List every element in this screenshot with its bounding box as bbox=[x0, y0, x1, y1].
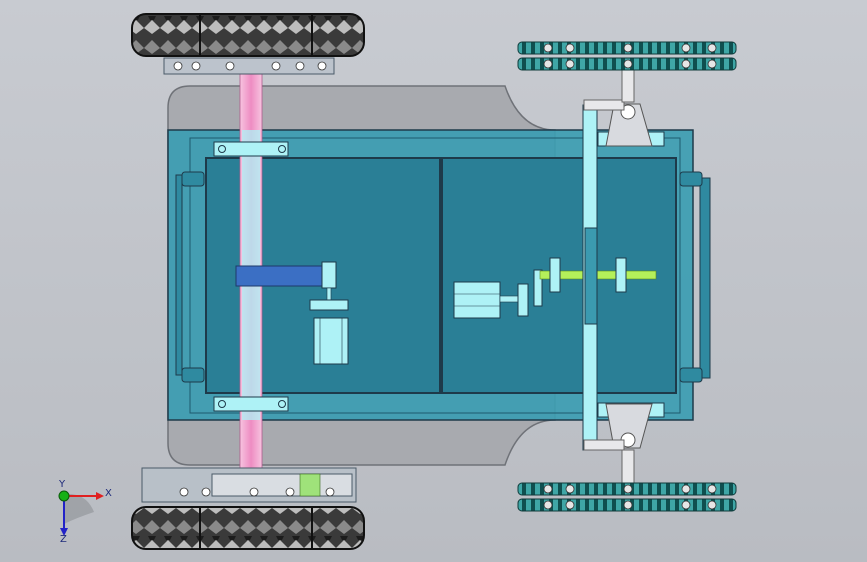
bolt bbox=[218, 400, 226, 408]
suspension-link bbox=[583, 99, 625, 111]
side-knob bbox=[679, 367, 703, 383]
triad-graphic bbox=[58, 490, 104, 536]
side-knob bbox=[181, 171, 205, 187]
z-axis-arrow bbox=[60, 528, 68, 536]
battery-box-rim bbox=[189, 137, 681, 414]
y-axis-label: Y bbox=[59, 479, 66, 490]
bolt bbox=[218, 145, 226, 153]
front-left-tire bbox=[131, 13, 365, 57]
side-tab-right bbox=[699, 177, 711, 379]
front-right-tire bbox=[131, 506, 365, 550]
hub-bolts bbox=[173, 61, 335, 497]
cross-gear bbox=[615, 257, 627, 293]
drive-gear bbox=[517, 283, 529, 317]
motor-flange bbox=[309, 299, 349, 311]
green-shaft bbox=[539, 270, 657, 280]
drive-shaft bbox=[499, 295, 521, 303]
drive-gear bbox=[533, 269, 543, 307]
rear-mount-top bbox=[605, 103, 653, 147]
suspension-link bbox=[583, 439, 625, 451]
hub-plate-top bbox=[163, 57, 335, 75]
z-axis-label: Z bbox=[60, 534, 67, 545]
motor-body bbox=[313, 317, 349, 365]
rear-axle-sleeve bbox=[584, 227, 598, 325]
hub-green-gear bbox=[299, 473, 321, 497]
side-knob bbox=[679, 171, 703, 187]
bearing-block bbox=[213, 396, 289, 412]
rear-mount-bottom bbox=[605, 403, 653, 449]
steering-bracket bbox=[235, 265, 333, 287]
x-axis-label: X bbox=[105, 488, 112, 499]
drive-motor bbox=[453, 281, 501, 319]
cross-gear bbox=[549, 257, 561, 293]
x-axis-arrow bbox=[96, 492, 104, 500]
steering-bracket-end bbox=[321, 261, 337, 289]
triad-shadow bbox=[64, 493, 94, 524]
y-axis-dot bbox=[58, 490, 70, 502]
track-bolts bbox=[543, 43, 717, 510]
wheel-stub bbox=[621, 449, 635, 487]
side-knob bbox=[181, 367, 205, 383]
wheel-stub bbox=[621, 65, 635, 103]
bearing-block bbox=[213, 141, 289, 157]
coordinate-triad[interactable]: X Y Z bbox=[46, 479, 116, 546]
bolt bbox=[278, 145, 286, 153]
side-tab-left bbox=[175, 174, 183, 376]
bolt bbox=[278, 400, 286, 408]
